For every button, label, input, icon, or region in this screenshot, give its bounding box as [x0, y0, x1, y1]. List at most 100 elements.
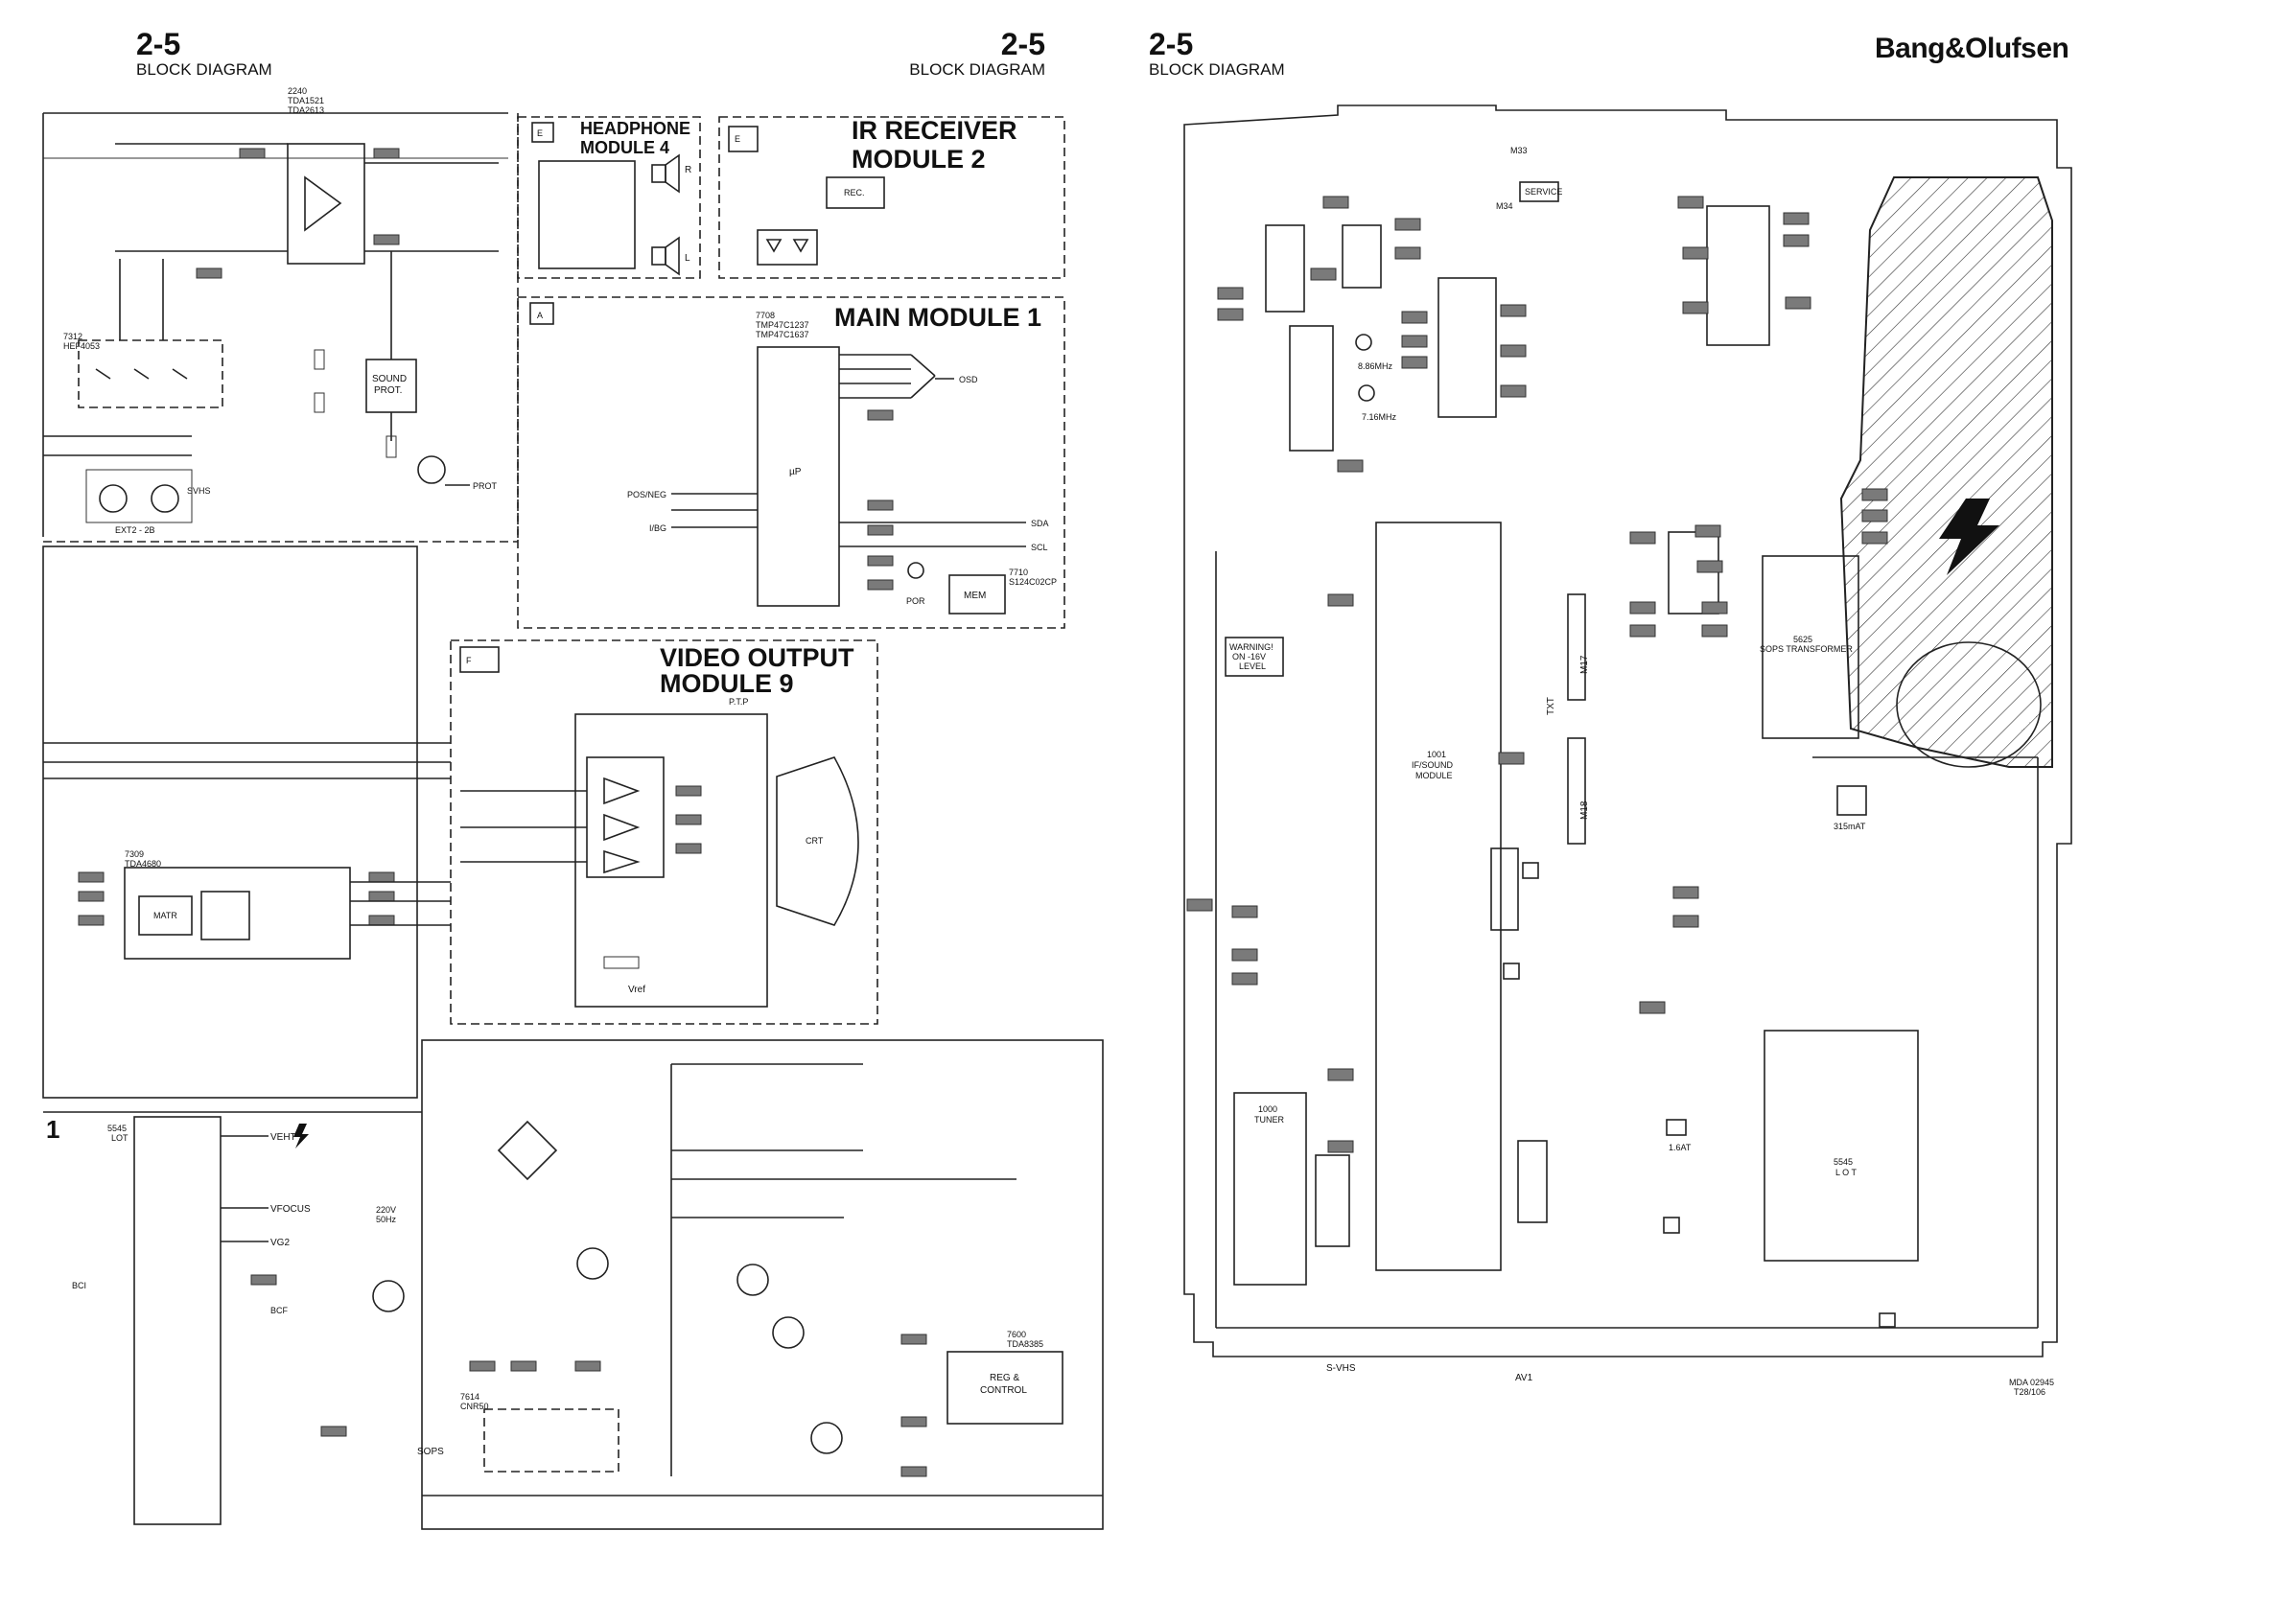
svg-text:REC.: REC.: [844, 188, 865, 197]
svg-text:R: R: [685, 165, 691, 175]
svhs-connector-icon: [151, 484, 179, 513]
transistor-icon: [372, 1280, 405, 1312]
transistor-icon: [736, 1264, 769, 1296]
tv-icon: [1503, 963, 1520, 980]
crystal-icon: [1358, 384, 1375, 402]
lot-block: [1764, 1030, 1919, 1262]
tv-icon: [1522, 862, 1539, 879]
video-output-title: VIDEO OUTPUT: [660, 643, 854, 672]
svg-text:CRT: CRT: [806, 836, 824, 846]
ext2-label: EXT2 - 2B: [115, 525, 155, 535]
ir-diode-icon: [792, 239, 809, 253]
svg-text:E: E: [537, 128, 543, 138]
ext-switch-block: [78, 339, 223, 408]
svg-text:E: E: [735, 134, 740, 144]
tv-icon: [1663, 1217, 1680, 1234]
crt-icon: [776, 756, 859, 926]
tv-icon: [1879, 1312, 1896, 1328]
svg-text:MEM: MEM: [964, 591, 986, 601]
crystal-icon: [1355, 334, 1372, 351]
svhs-label: SVHS: [187, 486, 211, 496]
svg-text:MODULE 2: MODULE 2: [852, 145, 986, 174]
svg-text:POR: POR: [906, 596, 925, 606]
high-voltage-icon: [1939, 499, 1999, 575]
main-module-title: MAIN MODULE 1: [834, 303, 1041, 332]
svg-text:VFOCUS: VFOCUS: [270, 1204, 311, 1215]
svg-text:SERVICE: SERVICE: [1525, 187, 1562, 197]
page-number: 2-5: [1149, 27, 1194, 61]
svg-text:1.6AT: 1.6AT: [1669, 1143, 1692, 1152]
svg-text:F: F: [466, 656, 472, 665]
page-subtitle: BLOCK DIAGRAM: [136, 60, 272, 79]
svg-text:BCF: BCF: [270, 1306, 289, 1315]
reg-control-block: [946, 1351, 1063, 1425]
svg-text:MODULE 9: MODULE 9: [660, 669, 794, 698]
svg-text:8.86MHz: 8.86MHz: [1358, 361, 1393, 371]
sops-transformer-block: [1762, 555, 1859, 739]
transistor-icon: [576, 1247, 609, 1280]
svg-text:MODULE 4: MODULE 4: [580, 138, 669, 157]
fuse-icon: [1836, 785, 1867, 816]
svg-text:MATR: MATR: [153, 911, 177, 920]
headphone-module: E HEADPHONE MODULE 4 R L: [517, 116, 701, 279]
page-subtitle: BLOCK DIAGRAM: [909, 60, 1045, 79]
speaker-icon: [665, 236, 680, 276]
svg-text:M18: M18: [1579, 800, 1590, 820]
svg-text:M34: M34: [1496, 201, 1513, 211]
headphone-title: HEADPHONE: [580, 119, 690, 138]
svg-text:L: L: [685, 253, 690, 264]
lot-transformer: [133, 1116, 222, 1525]
tuner-block: [1233, 1092, 1307, 1286]
svg-text:SOPS: SOPS: [417, 1447, 444, 1457]
transistor-icon: [772, 1316, 805, 1349]
transistor-icon: [810, 1422, 843, 1454]
audio-amplifier-block: [287, 143, 365, 265]
svg-text:OSD: OSD: [959, 375, 978, 384]
svg-text:BCI: BCI: [72, 1281, 86, 1290]
brand-logo: Bang&Olufsen: [1875, 33, 2069, 64]
svg-text:M33: M33: [1510, 146, 1528, 155]
svg-text:AV1: AV1: [1515, 1373, 1533, 1383]
svg-text:Vref: Vref: [628, 985, 645, 995]
matrix-block: [124, 867, 351, 960]
ir-diode-icon: [765, 239, 783, 253]
page-header-center: 2-5 BLOCK DIAGRAM: [892, 29, 1045, 78]
hatched-primary-area: [1839, 176, 2053, 768]
memory-block: [948, 574, 1006, 615]
page-subtitle: BLOCK DIAGRAM: [1149, 60, 1285, 79]
microcontroller-block: [757, 346, 840, 607]
svg-text:P.T.P: P.T.P: [729, 697, 748, 707]
svg-text:TXT: TXT: [1546, 697, 1556, 715]
transformer-ellipse: [1896, 641, 2042, 768]
svg-text:SCL: SCL: [1031, 543, 1048, 552]
bridge-rectifier-icon: [497, 1120, 558, 1181]
page-header-left: 2-5 BLOCK DIAGRAM: [136, 29, 272, 78]
warning-label-box: [1225, 637, 1284, 677]
svg-text:VEHT: VEHT: [270, 1132, 296, 1143]
pcb-outline: [1183, 104, 2072, 1357]
page-number: 2-5: [1000, 27, 1045, 61]
svg-text:REG &CONTROL: REG &CONTROL: [980, 1373, 1027, 1396]
svg-text:M17: M17: [1579, 655, 1590, 674]
svg-text:S-VHS: S-VHS: [1326, 1363, 1356, 1374]
svg-text:µP: µP: [789, 467, 802, 477]
svg-text:A: A: [537, 311, 543, 320]
video-output-module: F VIDEO OUTPUT MODULE 9 CRT P.T.P Vref: [450, 639, 878, 1025]
